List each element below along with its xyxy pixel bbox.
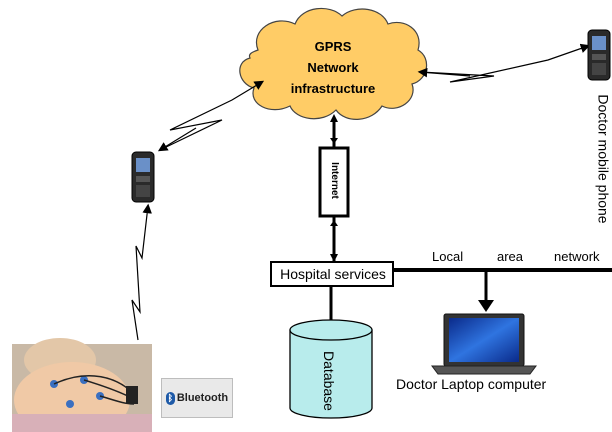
internet-label-wrap: Internet bbox=[326, 148, 342, 212]
hospital-services-box bbox=[270, 261, 394, 287]
laptop-label: Doctor Laptop computer bbox=[396, 376, 547, 392]
cloud-label-line-1: GPRS bbox=[314, 39, 352, 54]
internet-box bbox=[318, 146, 350, 218]
patient-phone-icon bbox=[131, 151, 155, 203]
bluetooth-label: Bluetooth bbox=[176, 392, 229, 404]
cloud-label: GPRS Network infrastructure bbox=[258, 36, 408, 99]
wireless-link-cloud-doctor bbox=[419, 43, 591, 83]
doctor-phone-label: Doctor mobile phone bbox=[596, 94, 612, 224]
bluetooth-icon: ᛒ bbox=[165, 391, 175, 405]
database-cylinder-icon bbox=[289, 319, 373, 419]
wireless-link-phone-cloud bbox=[159, 80, 265, 151]
lan-label-area: area bbox=[497, 249, 524, 264]
internet-label: Internet bbox=[328, 161, 340, 199]
lan-label-network: network bbox=[554, 249, 600, 264]
database-label: Database bbox=[321, 351, 337, 411]
doctor-phone-label-wrap: Doctor mobile phone bbox=[596, 84, 612, 234]
patient-photo bbox=[12, 338, 152, 432]
bluetooth-badge: ᛒ Bluetooth bbox=[161, 378, 233, 418]
hospital-services-label: Hospital services bbox=[280, 266, 386, 282]
doctor-phone-icon bbox=[587, 29, 611, 81]
database-label-wrap: Database bbox=[321, 336, 337, 426]
cloud-label-line-2: Network bbox=[307, 60, 359, 75]
lan-label-local: Local bbox=[432, 249, 464, 264]
cloud-label-line-3: infrastructure bbox=[290, 81, 376, 96]
laptop-icon bbox=[431, 313, 537, 375]
wireless-link-sensor-phone bbox=[131, 203, 152, 341]
